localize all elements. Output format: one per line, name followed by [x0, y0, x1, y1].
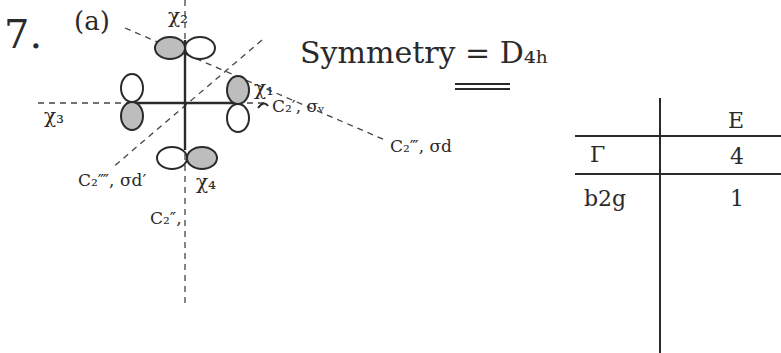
table-header: E: [728, 110, 744, 132]
orbital-label: χ₄: [196, 172, 216, 192]
orbital-label: χ₁: [254, 78, 274, 98]
symmetry-element: C₂′, σᵥ: [272, 98, 324, 115]
point-group: Symmetry = D₄ₕ: [300, 38, 549, 68]
table-row-label: Γ: [590, 144, 605, 166]
part-label: (a): [74, 8, 110, 34]
table-cell: 4: [730, 146, 744, 168]
orbital-label: χ₂: [168, 6, 188, 26]
problem-number: 7.: [4, 14, 42, 54]
symmetry-element: C₂⁗, σd′: [78, 172, 146, 189]
table-row-label: b2g: [584, 188, 626, 210]
orbital-label: χ₃: [44, 106, 64, 126]
symmetry-element: C₂‴, σd: [390, 138, 452, 155]
symmetry-element: C₂″,: [150, 210, 182, 227]
table-cell: 1: [730, 188, 744, 210]
